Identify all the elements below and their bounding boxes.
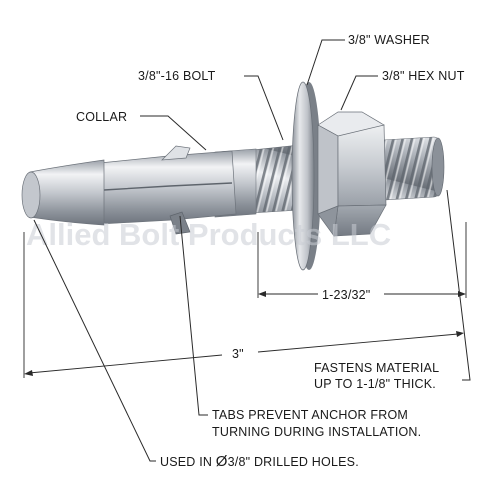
anchor-body [21, 136, 445, 235]
collar [99, 150, 237, 225]
drilled-holes-label: USED IN Ø3/8" DRILLED HOLES. [160, 453, 359, 470]
collar-label: COLLAR [76, 110, 127, 124]
collar-leader [140, 115, 207, 151]
thread-length-arrow-left [258, 291, 266, 297]
diameter-symbol: Ø [216, 453, 228, 470]
washer-leader [306, 39, 345, 86]
tabs-leader [179, 215, 208, 416]
hex-nut-lower-left-face [317, 205, 339, 237]
collar-tab-upper [161, 145, 191, 161]
overall-length-label: 3" [232, 347, 244, 361]
collar-slit [103, 182, 233, 191]
bolt-leader [244, 75, 284, 141]
hex-nut-middle-face [337, 124, 387, 207]
bolt-end-face [431, 137, 445, 197]
hex-nut-leader [340, 75, 378, 111]
drilled-holes-suffix: 3/8" DRILLED HOLES. [228, 455, 359, 469]
hex-nut [317, 111, 387, 237]
bolt-label: 3/8"-16 BOLT [138, 69, 216, 83]
thread-length-label: 1-23/32" [322, 288, 370, 302]
dimension-lines [23, 222, 467, 378]
collar-tab-lower [169, 211, 191, 235]
expansion-cone [29, 159, 105, 226]
overall-length-arrow-left [24, 370, 33, 376]
overall-length-line-left [28, 354, 223, 374]
hex-nut-front-face [317, 124, 339, 215]
fastens-leader [446, 189, 471, 381]
hex-nut-label: 3/8" HEX NUT [382, 69, 465, 83]
labels: 3/8" WASHER 3/8"-16 BOLT 3/8" HEX NUT CO… [76, 33, 465, 470]
thread-length-arrow-right [458, 291, 466, 297]
leader-lines [33, 39, 471, 462]
drilled-holes-prefix: USED IN [160, 455, 216, 469]
tabs-label-line2: TURNING DURING INSTALLATION. [212, 425, 421, 439]
cone-end-face [21, 171, 41, 219]
overall-length-line-right [257, 333, 459, 353]
watermark: Allied Bolt Products LLC [26, 217, 391, 252]
overall-length-arrow-right [456, 331, 464, 337]
drilled-holes-leader [33, 219, 156, 462]
tabs-label-line1: TABS PREVENT ANCHOR FROM [212, 408, 408, 422]
washer [291, 81, 321, 271]
fastens-label-line2: UP TO 1-1/8" THICK. [314, 377, 436, 391]
washer-label: 3/8" WASHER [348, 33, 430, 47]
fastens-label-line1: FASTENS MATERIAL [314, 361, 439, 375]
